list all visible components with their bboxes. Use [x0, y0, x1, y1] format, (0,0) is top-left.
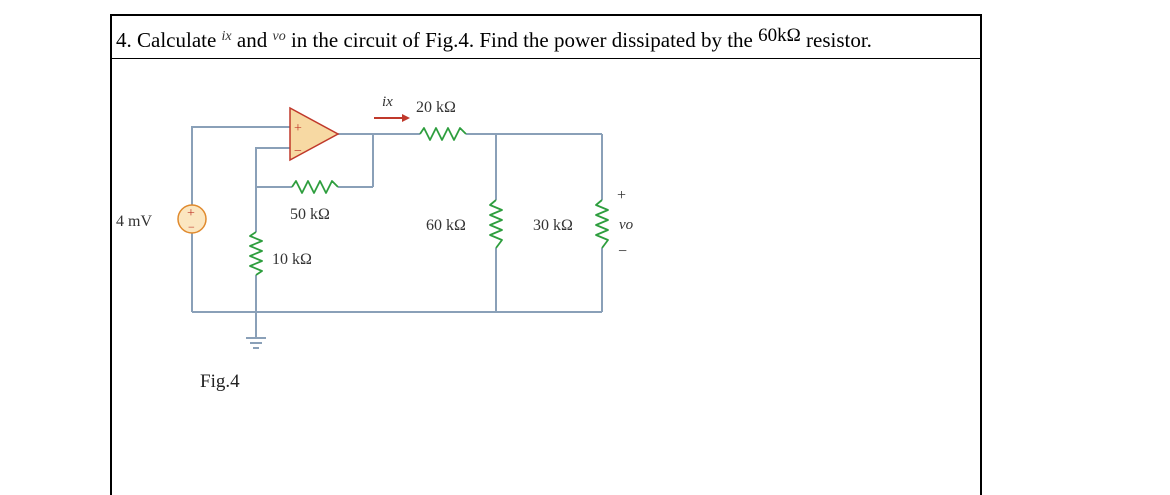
- opamp-minus-sign: −: [294, 144, 302, 159]
- question-part4: resistor.: [806, 28, 872, 52]
- vo-label: vo: [619, 217, 634, 233]
- wires: [191, 126, 603, 338]
- vo-minus-sign: −: [618, 243, 627, 260]
- ground-icon: [246, 337, 266, 349]
- question-text: 4. Calculate ix and vo in the circuit of…: [116, 25, 872, 53]
- r30-label: 30 kΩ: [533, 217, 573, 234]
- header-divider: [112, 58, 980, 59]
- wire-source-to-noninverting: [191, 126, 290, 205]
- source-minus-sign: −: [188, 220, 195, 234]
- resistor-10k: [249, 231, 263, 276]
- question-part2: and: [236, 28, 268, 52]
- r20-label: 20 kΩ: [416, 99, 456, 116]
- voltage-source: + −: [177, 204, 207, 234]
- resistor-50k: [291, 180, 339, 194]
- wire-opamp-output: [338, 133, 374, 187]
- vo-plus-sign: +: [617, 187, 626, 204]
- resistor-30k: [595, 199, 609, 249]
- r50-label: 50 kΩ: [290, 206, 330, 223]
- question-part1: Calculate: [137, 28, 217, 52]
- wire-inverting-to-node: [255, 147, 290, 187]
- r10-label: 10 kΩ: [272, 251, 312, 268]
- resistor-value: 60kΩ: [758, 25, 801, 46]
- ix-variable: ix: [221, 29, 232, 44]
- opamp-triangle: [289, 106, 340, 162]
- opamp-plus-sign: +: [294, 121, 302, 136]
- resistor-60k: [489, 199, 503, 249]
- source-label: 4 mV: [116, 213, 152, 230]
- ix-label: ix: [382, 94, 393, 110]
- opamp: + −: [289, 106, 340, 162]
- figure-caption: Fig.4: [200, 371, 240, 392]
- r60-label: 60 kΩ: [426, 217, 466, 234]
- vo-variable: vo: [272, 29, 286, 44]
- question-number: 4.: [116, 28, 132, 52]
- question-part3: in the circuit of Fig.4. Find the power …: [290, 28, 753, 52]
- source-plus-sign: +: [187, 206, 195, 221]
- question-frame: 4. Calculate ix and vo in the circuit of…: [110, 14, 982, 495]
- current-arrow: [374, 114, 410, 122]
- resistor-20k: [419, 127, 467, 141]
- source-circle: [177, 204, 207, 234]
